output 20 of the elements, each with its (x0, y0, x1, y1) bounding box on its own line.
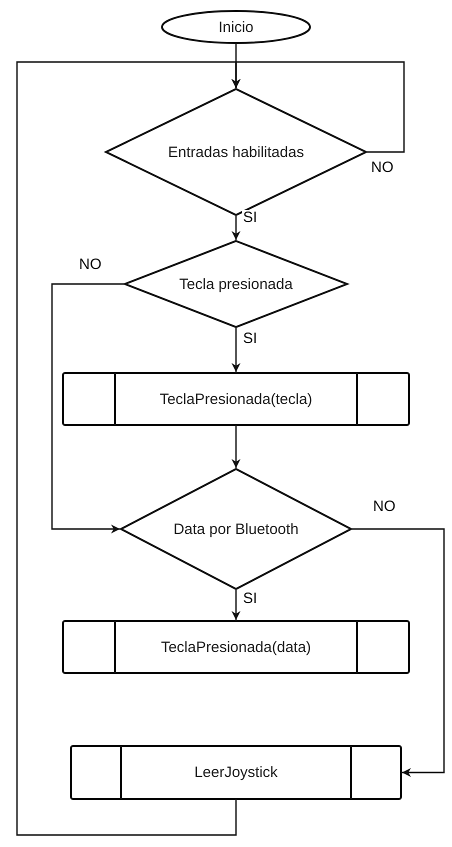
subroutine-box (62, 372, 410, 426)
arrow (232, 216, 240, 240)
decision-label: Entradas habilitadas (168, 144, 304, 160)
arrow (232, 426, 240, 468)
process-label: TeclaPresionada(tecla) (160, 390, 312, 408)
subroutine-box (70, 745, 402, 800)
decision-label: Data por Bluetooth (173, 520, 299, 538)
arrow (232, 590, 240, 620)
terminator-oval (161, 10, 311, 44)
arrow (352, 528, 445, 777)
decision-diamond (124, 240, 348, 328)
terminator-label: Inicio (218, 18, 254, 36)
decision-diamond (120, 468, 352, 590)
arrow (51, 283, 124, 534)
process-label: TeclaPresionada(data) (160, 638, 312, 656)
subroutine-box (62, 620, 410, 674)
decision-label: Tecla presionada (179, 276, 293, 292)
process-label: LeerJoystick (194, 764, 278, 781)
arrow (232, 328, 240, 372)
arrow (16, 61, 240, 836)
